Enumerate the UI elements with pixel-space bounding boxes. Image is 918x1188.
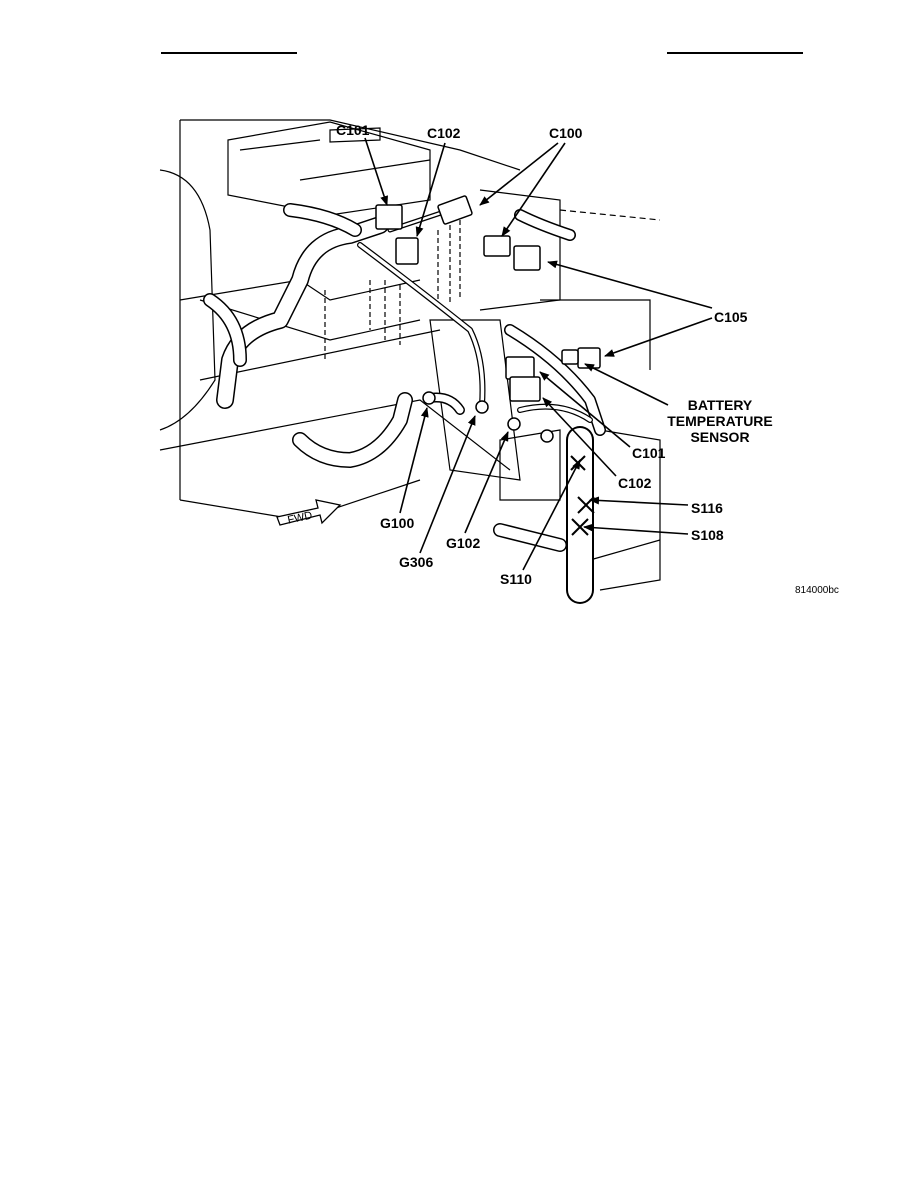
header-rule-left — [161, 52, 297, 54]
leader-s108 — [583, 523, 689, 535]
ground-g100 — [422, 391, 436, 405]
figure-code: 814000bc — [795, 585, 839, 596]
label-c102-top: C102 — [427, 125, 461, 141]
connector-c101-upper — [375, 204, 403, 230]
mounting-studs — [324, 220, 461, 360]
battery-temperature-sensor — [561, 349, 579, 365]
leader-c105-lower — [604, 317, 713, 357]
leader-c101-top — [364, 137, 388, 206]
label-g306: G306 — [399, 554, 433, 570]
connector-c102-upper — [395, 237, 419, 265]
header-rule-right — [667, 52, 803, 54]
label-s110: S110 — [500, 571, 532, 587]
ground-g102 — [507, 417, 521, 431]
label-c101-right: C101 — [632, 445, 666, 461]
connectors — [375, 195, 601, 443]
label-c105: C105 — [714, 309, 748, 325]
connector-c100-a — [437, 195, 473, 225]
label-g102: G102 — [446, 535, 480, 551]
leader-c105-upper — [547, 260, 713, 309]
label-c102-right: C102 — [618, 475, 652, 491]
leader-s110 — [522, 459, 581, 571]
leader-battery-temp — [584, 363, 669, 406]
leader-g102 — [464, 431, 509, 534]
leader-c102-right — [542, 397, 617, 477]
label-battery-temperature-sensor-2: TEMPERATURE — [667, 413, 773, 429]
label-battery-temperature-sensor-1: BATTERY — [688, 397, 753, 413]
connector-c100-b — [483, 235, 511, 257]
leader-g100 — [399, 407, 429, 514]
leader-g306 — [419, 415, 476, 554]
ground-g306 — [475, 400, 489, 414]
label-c100: C100 — [549, 125, 583, 141]
forward-arrow: FWD — [276, 499, 342, 527]
leader-c100-b — [501, 142, 566, 237]
label-g100: G100 — [380, 515, 414, 531]
connector-c105-upper — [513, 245, 541, 271]
label-c101-top: C101 — [336, 122, 370, 138]
leader-s116 — [589, 496, 689, 506]
connector-c101-lower — [505, 356, 535, 380]
label-s108: S108 — [691, 527, 724, 543]
connector-c102-lower — [509, 376, 541, 402]
leader-lines — [364, 137, 713, 571]
fwd-label: FWD — [286, 510, 313, 527]
connector-c105-lower — [577, 347, 601, 369]
label-s116: S116 — [691, 500, 723, 516]
leader-c101-right — [539, 371, 631, 448]
label-battery-temperature-sensor-3: SENSOR — [690, 429, 749, 445]
leader-c100-a — [479, 142, 559, 206]
leader-c102-top — [415, 142, 446, 237]
